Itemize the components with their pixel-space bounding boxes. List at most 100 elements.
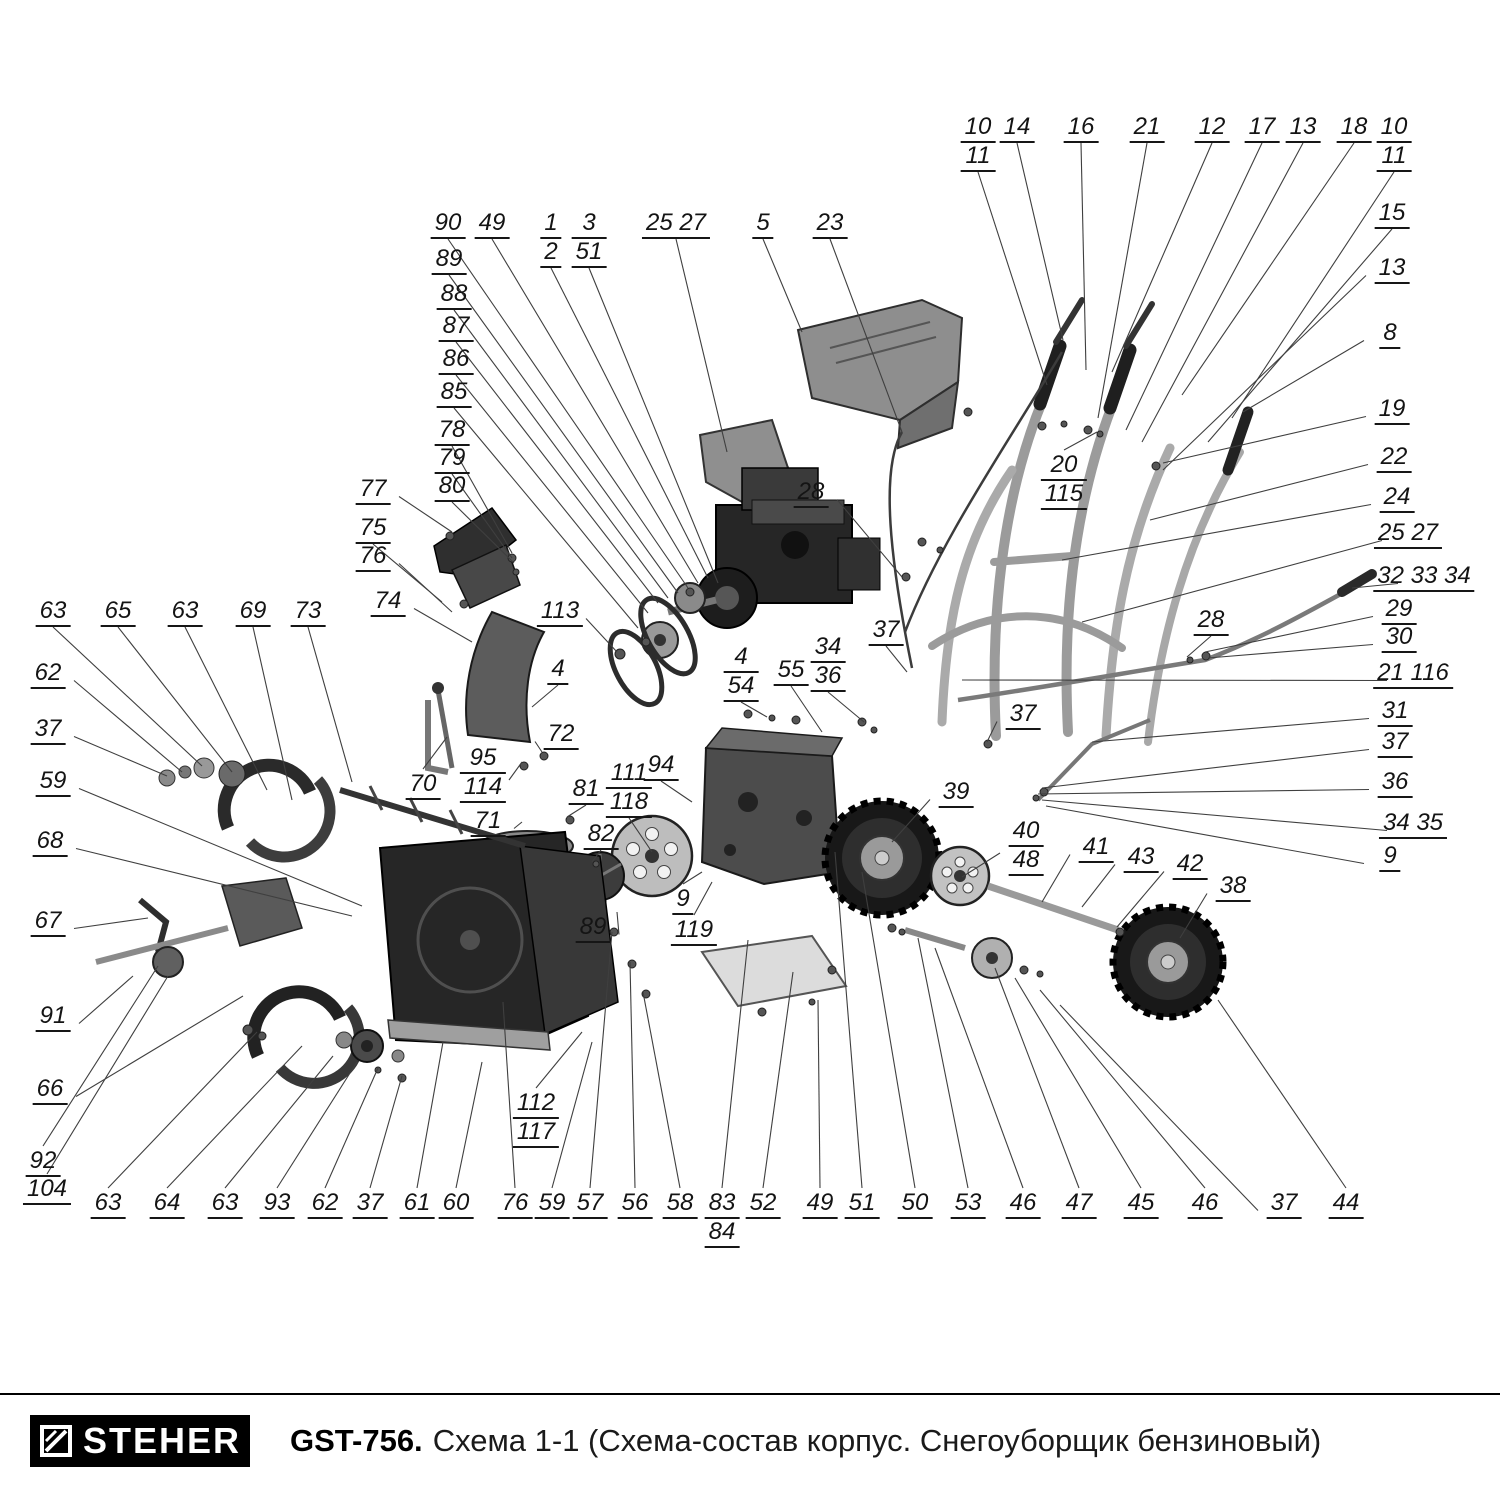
- part-number: 79: [434, 445, 470, 474]
- part-callout: 14: [999, 114, 1035, 143]
- part-callout: 49: [474, 210, 510, 239]
- part-callout: 52: [745, 1190, 781, 1219]
- part-number: 37: [30, 716, 66, 745]
- part-callout: 29: [1381, 596, 1417, 625]
- part-callout: 36: [1377, 769, 1413, 798]
- part-callout: 93: [259, 1190, 295, 1219]
- part-number: 93: [259, 1190, 295, 1219]
- part-number: 38: [1215, 873, 1251, 902]
- part-number: 84: [704, 1219, 740, 1248]
- part-callout: 25 27: [1373, 520, 1443, 549]
- part-number: 113: [536, 598, 584, 627]
- part-number: 59: [534, 1190, 570, 1219]
- part-number: 48: [1008, 847, 1044, 876]
- part-callout: 4: [547, 656, 569, 685]
- part-number: 63: [167, 598, 203, 627]
- part-number: 64: [149, 1190, 185, 1219]
- part-number: 9: [1379, 843, 1401, 872]
- part-number: 74: [370, 588, 406, 617]
- part-callout: 92: [25, 1148, 61, 1177]
- part-number: 13: [1374, 255, 1410, 284]
- part-number: 16: [1063, 114, 1099, 143]
- part-number: 40: [1008, 818, 1044, 847]
- part-number: 62: [30, 660, 66, 689]
- part-callout: 17: [1244, 114, 1280, 143]
- part-number: 46: [1005, 1190, 1041, 1219]
- part-number: 117: [512, 1119, 560, 1148]
- part-number: 28: [793, 479, 829, 508]
- part-number: 68: [32, 828, 68, 857]
- brand-logo: STEHER: [30, 1415, 250, 1467]
- part-callout: 25 27: [641, 210, 711, 239]
- part-callout: 44: [1328, 1190, 1364, 1219]
- part-number: 3: [571, 210, 607, 239]
- part-number: 91: [35, 1003, 71, 1032]
- part-callout: 23: [812, 210, 848, 239]
- part-number: 87: [438, 313, 474, 342]
- part-number: 49: [474, 210, 510, 239]
- part-callout: 63: [35, 598, 71, 627]
- part-number: 43: [1123, 844, 1159, 873]
- part-number: 13: [1285, 114, 1321, 143]
- part-number: 12: [1194, 114, 1230, 143]
- part-number: 77: [355, 476, 391, 505]
- part-number: 94: [643, 752, 679, 781]
- part-number: 24: [1379, 484, 1415, 513]
- part-number: 51: [844, 1190, 880, 1219]
- part-number: 37: [1266, 1190, 1302, 1219]
- part-number: 72: [543, 721, 579, 750]
- part-number: 21 116: [1373, 660, 1453, 689]
- part-callout: 62: [30, 660, 66, 689]
- part-number: 34 35: [1378, 810, 1448, 839]
- part-number: 39: [938, 779, 974, 808]
- part-number: 54: [723, 673, 759, 702]
- part-callout: 46: [1187, 1190, 1223, 1219]
- part-number: 104: [22, 1176, 72, 1205]
- part-callout: 42: [1172, 851, 1208, 880]
- part-callout: 91: [35, 1003, 71, 1032]
- part-number: 85: [436, 379, 472, 408]
- part-callout: 28: [793, 479, 829, 508]
- part-number: 111: [605, 760, 653, 789]
- part-number: 67: [30, 908, 66, 937]
- model-number: GST-756.: [290, 1423, 423, 1458]
- part-number: 49: [802, 1190, 838, 1219]
- part-number: 80: [434, 473, 470, 502]
- part-callout: 37: [1266, 1190, 1302, 1219]
- part-number: 37: [352, 1190, 388, 1219]
- part-callout: 89: [431, 246, 467, 275]
- part-number: 89: [431, 246, 467, 275]
- part-number: 112: [512, 1090, 560, 1119]
- part-callout: 13: [1374, 255, 1410, 284]
- part-number: 11: [1376, 143, 1412, 172]
- part-number: 59: [35, 768, 71, 797]
- part-number: 65: [100, 598, 136, 627]
- part-number: 37: [868, 617, 904, 646]
- part-number: 37: [1005, 701, 1041, 730]
- part-callout: 86: [438, 346, 474, 375]
- part-number: 56: [617, 1190, 653, 1219]
- part-callout: 88: [436, 281, 472, 310]
- part-number: 53: [950, 1190, 986, 1219]
- part-number: 78: [434, 417, 470, 446]
- part-callout: 76: [497, 1190, 533, 1219]
- part-callout: 79: [434, 445, 470, 474]
- part-callout: 21: [1129, 114, 1165, 143]
- part-number: 63: [35, 598, 71, 627]
- part-number: 21: [1129, 114, 1165, 143]
- part-callout: 43: [1123, 844, 1159, 873]
- part-number: 57: [572, 1190, 608, 1219]
- part-callout: 62: [307, 1190, 343, 1219]
- part-number: 18: [1336, 114, 1372, 143]
- part-callout: 47: [1061, 1190, 1097, 1219]
